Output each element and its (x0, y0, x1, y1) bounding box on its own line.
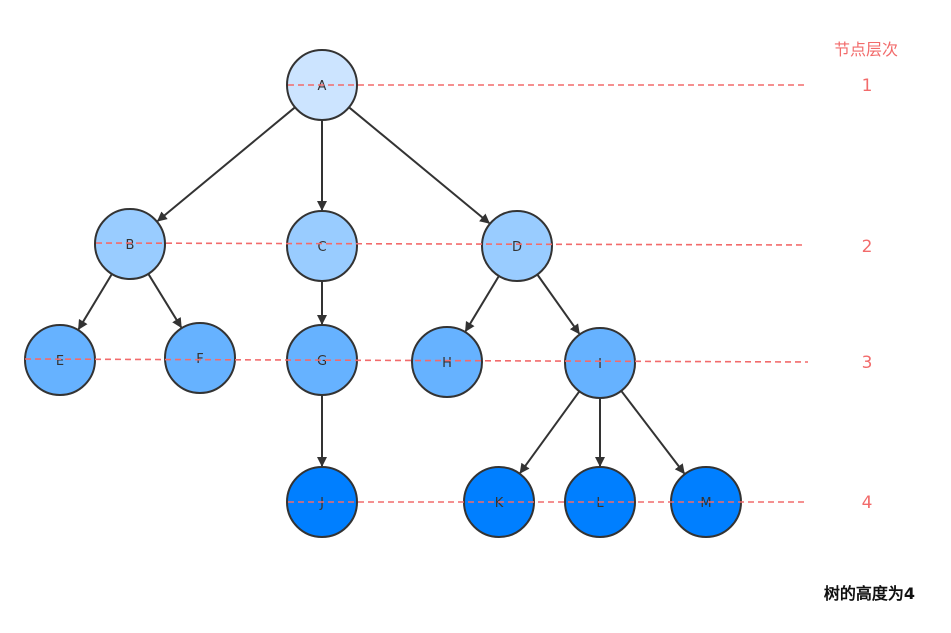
tree-node-d: D (481, 210, 553, 282)
tree-node-h: H (411, 326, 483, 398)
edge-b-f (147, 273, 183, 329)
node-label-l: L (596, 496, 604, 511)
node-label-h: H (442, 356, 452, 371)
edge-i-m (620, 390, 685, 475)
edge-i-k (519, 390, 581, 474)
level-line-2 (95, 242, 807, 246)
edge-d-i (536, 273, 581, 335)
node-label-b: B (126, 238, 135, 253)
node-label-d: D (512, 240, 522, 255)
level-lines-layer (24, 84, 809, 503)
level-line-3 (24, 358, 809, 363)
node-label-g: G (317, 354, 327, 369)
tree-node-f: F (164, 322, 236, 394)
node-label-m: M (700, 496, 711, 511)
node-circle-h (411, 326, 483, 398)
nodes-layer: A B C D E F G H I J K L M (24, 49, 742, 538)
level-number-4: 4 (861, 493, 873, 513)
node-circle-b (94, 208, 166, 280)
node-circle-f (164, 322, 236, 394)
level-header: 节点层次 (833, 40, 898, 59)
edge-b-e (77, 273, 113, 331)
level-number-1: 1 (861, 76, 873, 96)
node-label-c: C (317, 240, 326, 255)
edge-d-h (464, 275, 500, 333)
tree-height-caption: 树的高度为4 (823, 584, 915, 603)
node-circle-i (564, 327, 636, 399)
node-label-a: A (318, 79, 327, 94)
node-circle-d (481, 210, 553, 282)
edge-a-b (156, 106, 296, 222)
edge-a-d (348, 106, 490, 224)
tree-node-b: B (94, 208, 166, 280)
edges-layer (77, 106, 685, 475)
node-label-k: K (495, 496, 504, 511)
level-number-2: 2 (861, 237, 873, 257)
node-label-i: I (598, 357, 602, 372)
tree-node-e: E (24, 324, 96, 396)
node-circle-c (286, 210, 358, 282)
node-label-j: J (319, 496, 324, 511)
tree-node-i: I (564, 327, 636, 399)
level-number-3: 3 (861, 353, 873, 373)
node-label-e: E (56, 354, 64, 369)
tree-node-c: C (286, 210, 358, 282)
